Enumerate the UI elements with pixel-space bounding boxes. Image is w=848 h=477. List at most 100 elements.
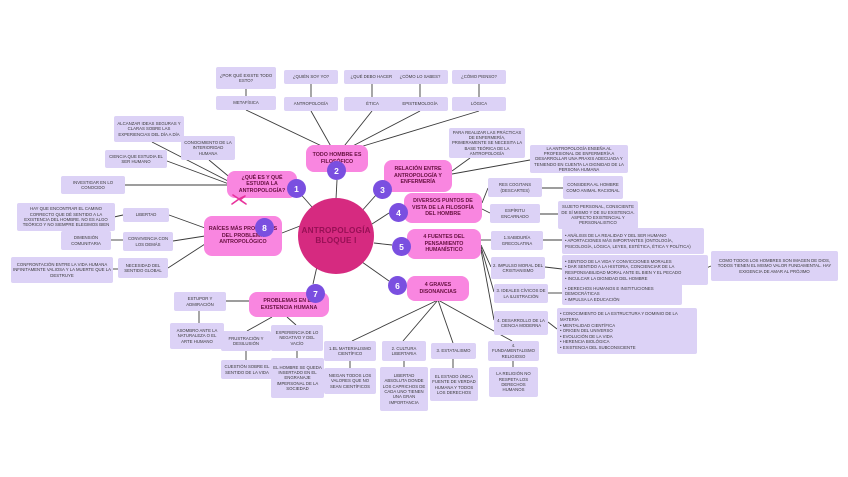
connector-line xyxy=(373,242,393,246)
connector-line xyxy=(245,109,329,150)
connector-line xyxy=(451,159,531,175)
node-answer-epistemologia[interactable]: EPISTEMOLOGÍA xyxy=(392,97,448,111)
connector-line xyxy=(480,249,495,321)
node-central-topic[interactable]: ANTROPOLOGÍA BLOQUE I xyxy=(298,198,374,274)
node-topic-4-puntos-de-vista[interactable]: DIVERSOS PUNTOS DE VISTA DE LA FILOSOFÍA… xyxy=(404,193,482,223)
node-leaf-investigar-conocido[interactable]: INVESTIGAR EN LO CONOCIDO xyxy=(61,176,125,194)
node-leaf-cuestion-sentido-vida[interactable]: CUESTIÓN SOBRE EL SENTIDO DE LA VIDA xyxy=(221,360,273,379)
node-leaf-camino-correcto[interactable]: HAY QUE ENCONTRAR EL CAMINO CORRECTO QUE… xyxy=(17,203,115,231)
bullet-line: • IMPULSA LA EDUCACIÓN xyxy=(565,296,620,302)
bullet-line: • EXISTENCIA DEL SUBCONSCIENTE xyxy=(560,344,636,350)
node-leaf-estatalismo[interactable]: 3. ESTATALISMO xyxy=(431,343,476,359)
connector-line xyxy=(246,316,273,332)
connector-line xyxy=(402,299,439,342)
bullet-line: • DAR SENTIDO A LA HISTORIA, CONCIENCIAR… xyxy=(565,264,682,275)
branch-number-badge-1[interactable]: 1 xyxy=(287,179,306,198)
bullet-line: • MENTALIDAD CIENTÍFICA xyxy=(560,322,616,328)
node-question-epistemologia[interactable]: ¿CÓMO LO SABES? xyxy=(392,70,448,84)
connector-line xyxy=(166,160,230,185)
node-leaf-imagen-de-dios[interactable]: COMO TODOS LOS HOMBRES SON IMAGEN DE DIO… xyxy=(711,251,838,281)
connector-line xyxy=(480,244,492,268)
node-leaf-cultura-libertaria[interactable]: 2. CULTURA LIBERTARIA xyxy=(382,341,426,361)
connector-line xyxy=(310,110,334,151)
branch-number-badge-7[interactable]: 7 xyxy=(306,284,325,303)
node-leaf-res-cogitans[interactable]: RES COGITANS (DESCARTES) xyxy=(488,178,542,197)
connector-line xyxy=(371,212,390,225)
node-bullets-ilustracion[interactable]: • DERECHOS HUMANOS E INSTITUCIONES DEMOC… xyxy=(562,283,682,305)
connector-line xyxy=(451,157,471,172)
connector-line xyxy=(547,321,558,330)
branch-number-badge-2[interactable]: 2 xyxy=(327,161,346,180)
node-leaf-sujeto-personal[interactable]: SUJETO PERSONAL, CONSCIENTE DE SÍ MISMO … xyxy=(558,201,638,229)
connector-line xyxy=(544,266,563,270)
node-answer-logica[interactable]: LÓGICA xyxy=(452,97,506,111)
node-leaf-confrontacion-vida-muerte[interactable]: CONFRONTACIÓN ENTRE LA VIDA HUMANA INFIN… xyxy=(11,257,113,283)
connector-line xyxy=(349,110,480,151)
node-leaf-estado-fuente-verdad[interactable]: EL ESTADO ÚNICA FUENTE DE VERDAD HUMANA … xyxy=(430,368,478,401)
branch-number-badge-4[interactable]: 4 xyxy=(389,203,408,222)
connector-line xyxy=(167,243,206,269)
node-leaf-impulso-moral[interactable]: 2. IMPULSO MORAL DEL CRISTIANISMO xyxy=(491,257,545,279)
node-leaf-necesidad-sentido[interactable]: NECESIDAD DEL SENTIDO GLOBAL xyxy=(118,258,168,278)
connector-line xyxy=(481,187,489,204)
node-topic-5-fuentes-humanistico[interactable]: 4 FUENTES DEL PENSAMIENTO HUMANÍSTICO xyxy=(407,229,481,259)
node-leaf-ciencia-ser-humano[interactable]: CIENCIA QUE ESTUDIA EL SER HUMANO xyxy=(105,150,167,168)
node-question-metafisica[interactable]: ¿POR QUÉ EXISTE TODO ESTO? xyxy=(216,67,276,89)
connector-line xyxy=(340,110,373,151)
connector-line xyxy=(113,214,124,218)
node-leaf-conocimiento-interioridad[interactable]: CONOCIMIENTO DE LA INTERIORIDAD HUMANA xyxy=(181,136,235,160)
connector-line xyxy=(344,110,421,151)
node-question-etica[interactable]: ¿QUÉ DEBO HACER? xyxy=(344,70,401,84)
connector-line xyxy=(151,141,229,182)
node-leaf-fundamentalismo-religioso[interactable]: 4. FUNDAMENTALISMO RELIGIOSO xyxy=(488,341,539,361)
node-answer-etica[interactable]: ÉTICA xyxy=(344,97,401,111)
node-topic-8-raices-profundas[interactable]: RAÍCES MÁS PROFUNDAS DEL PROBLEMA ANTROP… xyxy=(204,216,282,256)
node-leaf-asombro-naturaleza[interactable]: ASOMBRO ANTE LA NATURALEZA O EL ARTE HUM… xyxy=(170,323,224,349)
node-leaf-estupor-admiracion[interactable]: ESTUPOR Y ADMIRACIÓN xyxy=(174,292,226,311)
node-leaf-niegan-valores[interactable]: NIEGAN TODOS LOS VALORES QUE NO SEAN CIE… xyxy=(324,368,376,394)
node-question-logica[interactable]: ¿CÓMO PIENSO? xyxy=(452,70,506,84)
connector-line xyxy=(481,208,491,214)
node-leaf-hombre-engranaje[interactable]: EL HOMBRE SE QUEDA INSERTADO EN EL ENGRA… xyxy=(271,358,324,398)
branch-number-badge-5[interactable]: 5 xyxy=(392,237,411,256)
connector-line xyxy=(335,179,338,200)
node-bullets-ciencia-moderna[interactable]: • CONOCIMIENTO DE LA ESTRUCTURA Y DOMINI… xyxy=(557,308,697,354)
bullet-line: • EVOLUCIÓN DE LA VIDA xyxy=(560,333,613,339)
node-topic-6-graves-disonancias[interactable]: 4 GRAVES DISONANCIAS xyxy=(407,276,469,301)
node-topic-3-relacion-enfermeria[interactable]: RELACIÓN ENTRE ANTROPOLOGÍA Y ENFERMERÍA xyxy=(384,160,452,192)
node-leaf-experiencia-negativo[interactable]: EXPERIENCIA DE LO NEGATIVO Y DEL VACÍO xyxy=(271,325,323,351)
node-leaf-antropologia-ensena[interactable]: LA ANTROPOLOGÍA ENSEÑA AL PROFESIONAL DE… xyxy=(530,145,628,173)
node-answer-antropologia[interactable]: ANTROPOLOGÍA xyxy=(284,97,338,111)
node-leaf-materialismo-cientifico[interactable]: 1.EL MATERIALISMO CIENTÍFICO xyxy=(324,341,376,361)
node-leaf-libertad-absoluta[interactable]: LIBERTAD ABSOLUTA DONDE LOS CAPRICHOS DE… xyxy=(380,367,428,411)
node-leaf-sabiduria-grecolatina[interactable]: 1.SABIDURÍA GRECOLATINA xyxy=(491,231,543,250)
node-leaf-ideales-civicos[interactable]: 3. IDEALES CÍVICOS DE LA ILUSTRACIÓN xyxy=(494,284,548,303)
node-leaf-frustracion-desilusion[interactable]: FRUSTRACIÓN Y DESILUSIÓN xyxy=(221,331,271,351)
node-leaf-religion-no-respeta[interactable]: LA RELIGIÓN NO RESPETA LOS DERECHOS HUMA… xyxy=(489,367,538,397)
bullet-line: • DERECHOS HUMANOS E INSTITUCIONES DEMOC… xyxy=(565,285,654,297)
bullet-line: • INCULCAR LA DIGNIDAD DEL HOMBRE xyxy=(565,275,648,281)
node-leaf-ciencia-moderna[interactable]: 4. DESARROLLO DE LA CIENCIA MODERNA xyxy=(494,311,548,335)
connector-line xyxy=(168,214,206,229)
node-leaf-dimension-comunitaria[interactable]: DIMENSIÓN COMUNITARIA xyxy=(61,231,111,250)
branch-number-badge-6[interactable]: 6 xyxy=(388,276,407,295)
node-leaf-alcanzar-ideas[interactable]: ALCANZAR IDEAS SEGURAS Y CLARAS SOBRE LA… xyxy=(114,116,184,142)
connector-line xyxy=(361,261,390,282)
node-answer-metafisica[interactable]: METAFÍSICA xyxy=(216,96,276,110)
node-bullets-cristianismo[interactable]: • SENTIDO DE LA VIDA Y CONVICCIONES MORA… xyxy=(562,255,708,285)
bullet-line: • SENTIDO DE LA VIDA Y CONVICCIONES MORA… xyxy=(565,258,672,264)
branch-number-badge-3[interactable]: 3 xyxy=(373,180,392,199)
connector-line xyxy=(437,299,454,344)
node-bullets-sabiduria[interactable]: • ANÁLISIS DE LA REALIDAD Y DEL SER HUMA… xyxy=(562,228,704,254)
node-leaf-espiritu-encarnado[interactable]: ESPÍRITU ENCARNADO xyxy=(490,204,540,223)
node-topic-1-que-es-antropologia[interactable]: ¿QUÉ ES Y QUÉ ESTUDIA LA ANTROPOLOGÍA? xyxy=(227,171,297,198)
node-leaf-convivencia[interactable]: CONVIVENCIA CON LOS DEMÁS xyxy=(123,232,173,251)
connector-line xyxy=(281,225,301,234)
node-leaf-animal-racional[interactable]: CONSIDERA AL HOMBRE COMO ANIMAL RACIONAL xyxy=(563,176,623,199)
bullet-line: • ORIGEN DEL UNIVERSO xyxy=(560,328,613,334)
node-leaf-libertad[interactable]: LIBERTAD xyxy=(123,208,169,222)
branch-number-badge-8[interactable]: 8 xyxy=(255,218,274,237)
node-leaf-practicas-enfermeria[interactable]: PARA REALIZAR LAS PRÁCTICAS DE ENFERMERÍ… xyxy=(449,128,525,158)
bullet-line: • APORTACIONES MÁS IMPORTANTES (ontologí… xyxy=(565,238,691,249)
node-question-antropologia[interactable]: ¿QUIÉN SOY YO? xyxy=(284,70,338,84)
